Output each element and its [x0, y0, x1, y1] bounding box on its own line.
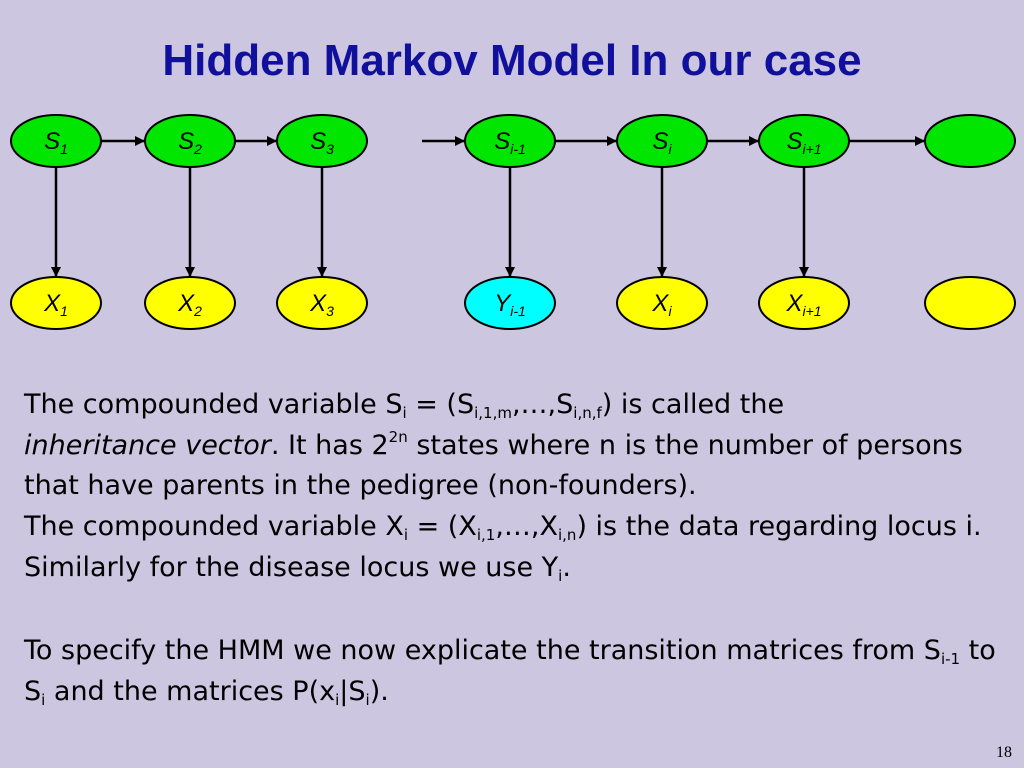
hidden-state-node: Si-1: [464, 114, 556, 168]
p3-text-d: |S: [339, 675, 366, 707]
hidden-state-node: [924, 114, 1016, 168]
p1-sub-a: i: [402, 404, 407, 422]
p3-sub-d: i: [365, 690, 370, 709]
p1-text-a: The compounded variable S: [24, 389, 403, 420]
p2-text-e: .: [562, 551, 571, 583]
node-label: X2: [177, 290, 202, 319]
p1-sub-b: i,1,m: [474, 404, 512, 422]
node-label: Si-1: [494, 128, 526, 157]
observed-node: [924, 276, 1016, 330]
p3-sub-b: i: [41, 690, 46, 709]
node-label: Xi: [651, 290, 672, 319]
p3-text-c: and the matrices P(x: [45, 675, 336, 707]
node-label: S2: [178, 128, 202, 157]
p1-text-d: ) is called the: [601, 389, 785, 420]
node-label: Yi-1: [494, 290, 526, 319]
hidden-state-node: Si+1: [758, 114, 850, 168]
node-label: S1: [44, 128, 68, 157]
p1-text-c: ,…,S: [511, 389, 574, 420]
slide-title: Hidden Markov Model In our case: [162, 36, 862, 85]
p3-sub-a: i-1: [940, 650, 961, 668]
node-label: Si: [652, 128, 672, 157]
node-label: X3: [309, 290, 334, 319]
p2-sub-c: i,n: [557, 526, 577, 544]
hidden-state-node: S2: [144, 114, 236, 168]
p2-text-b: = (X: [408, 511, 477, 542]
hidden-state-node: Si: [616, 114, 708, 168]
paragraph-inheritance: The compounded variable Si = (Si,1,m,…,S…: [24, 385, 1014, 507]
p2-text-d: ) is the data regarding locus i. Similar…: [24, 511, 982, 583]
p1-sub-c: i,n,f: [573, 404, 602, 422]
hidden-state-node: S3: [276, 114, 368, 168]
p3-text-a: To specify the HMM we now explicate the …: [24, 635, 941, 666]
hmm-diagram: S1 S2 S3 Si-1 Si Si+1X1 X2 X3 Yi-1 Xi Xi+1: [10, 114, 1016, 330]
observed-node: X3: [276, 276, 368, 330]
node-label: Xi+1: [785, 290, 821, 319]
node-label: Si+1: [786, 128, 821, 157]
hidden-state-node: S1: [10, 114, 102, 168]
p2-text-a: The compounded variable X: [24, 511, 404, 542]
observed-node: Xi: [616, 276, 708, 330]
node-label: S3: [310, 128, 334, 157]
p2-sub-b: i,1: [476, 526, 496, 544]
p3-sub-c: i: [335, 690, 340, 709]
page-number: 18: [996, 744, 1012, 761]
observed-node: X1: [10, 276, 102, 330]
p1-italic-term: inheritance vector: [24, 429, 271, 461]
p1-text-f: . It has 2: [270, 429, 389, 461]
p3-text-e: ).: [369, 675, 389, 707]
p2-text-c: ,…,X: [495, 511, 558, 542]
observed-node: X2: [144, 276, 236, 330]
node-label: X1: [43, 290, 68, 319]
observed-node: Xi+1: [758, 276, 850, 330]
p3-text-b: to S: [24, 635, 996, 707]
paragraph-hmm-spec: To specify the HMM we now explicate the …: [24, 631, 1014, 712]
disease-locus-node: Yi-1: [464, 276, 556, 330]
p1-text-b: = (S: [406, 389, 475, 420]
paragraph-data-variable: The compounded variable Xi = (Xi,1,…,Xi,…: [24, 507, 1014, 588]
p1-sup-f: 2n: [388, 427, 408, 446]
p2-sub-a: i: [403, 526, 408, 544]
p1-text-g: states where n is the number of persons …: [24, 429, 963, 502]
p2-sub-d: i: [558, 566, 563, 585]
